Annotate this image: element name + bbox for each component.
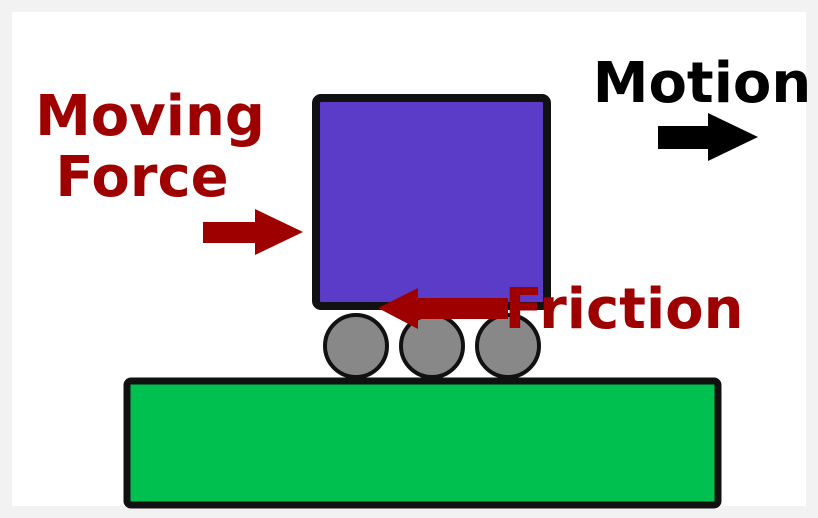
friction-label: Friction (505, 277, 744, 342)
moving-force-arrow (203, 209, 303, 255)
motion-arrow (658, 113, 758, 161)
roller-left (325, 315, 387, 377)
moving-block (316, 98, 547, 306)
ground-platform (127, 381, 718, 505)
motion-label: Motion (593, 51, 812, 116)
moving-force-label-line1: Moving (35, 84, 265, 149)
moving-force-label-line2: Force (55, 145, 228, 210)
